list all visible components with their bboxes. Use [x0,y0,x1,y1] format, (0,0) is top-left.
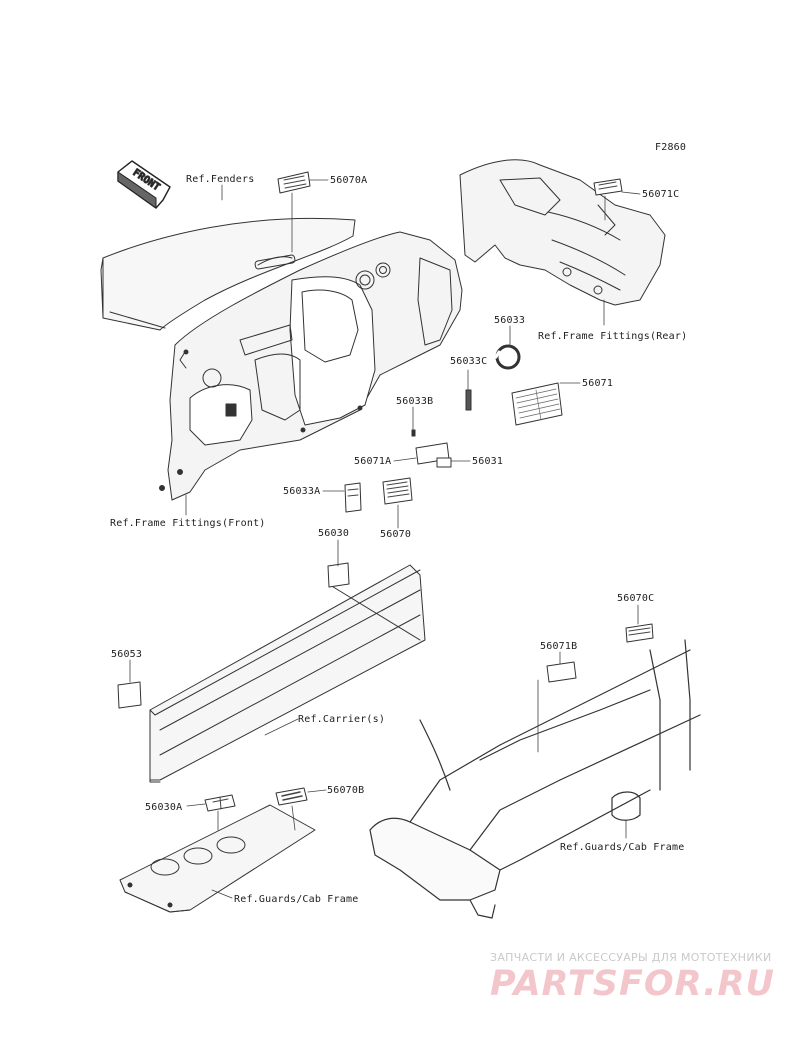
decal-56070B [275,787,308,806]
front-arrow-icon: FRONT [117,160,171,209]
decal-56070C [625,623,654,643]
label-56053: 56053 [111,649,143,660]
decal-56071 [511,382,563,426]
label-ref-carrier: Ref.Carrier(s) [298,714,386,725]
label-56030: 56030 [318,528,350,539]
watermark-logo: PARTSFOR.RU [490,964,775,1004]
pad-56030 [327,562,350,588]
decal-56071B [546,661,577,683]
label-ref-fenders: Ref.Fenders [186,174,255,185]
guard-frame [369,639,701,919]
decal-56070A [277,171,311,194]
label-56070C: 56070C [617,593,655,604]
label-56031: 56031 [472,456,504,467]
decal-56033A [344,482,362,513]
label-56071A: 56071A [354,456,392,467]
strip-56033C [465,389,472,411]
floor-plate [119,804,316,913]
leader-lines [129,179,641,899]
label-56033C: 56033C [450,356,488,367]
label-56071B: 56071B [540,641,578,652]
label-ref-guards-left: Ref.Guards/Cab Frame [234,894,359,905]
label-ref-guards-right: Ref.Guards/Cab Frame [560,842,685,853]
pad-56053 [117,681,142,709]
label-56033A: 56033A [283,486,321,497]
decal-56070 [382,477,413,505]
label-56033B: 56033B [396,396,434,407]
label-56071: 56071 [582,378,614,389]
rear-frame-panel [459,159,666,306]
decal-56031 [436,457,452,468]
label-56033: 56033 [494,315,526,326]
carrier-panel [149,564,426,783]
label-ref-frame-rear: Ref.Frame Fittings(Rear) [538,331,688,342]
label-ref-frame-front: Ref.Frame Fittings(Front) [110,518,266,529]
ring-56033 [494,344,521,370]
label-56030A: 56030A [145,802,183,813]
label-56070B: 56070B [327,785,365,796]
decal-56030A [204,794,236,812]
label-56070: 56070 [380,529,412,540]
decal-56071C [593,178,623,196]
clip-56033B [411,429,416,437]
watermark-tagline: ЗАПЧАСТИ И АКСЕССУАРЫ ДЛЯ МОТОТЕХНИКИ [490,951,772,964]
label-56070A: 56070A [330,175,368,186]
label-56071C: 56071C [642,189,680,200]
dashboard-panel [159,231,463,501]
diagram-id: F2860 [655,142,687,153]
